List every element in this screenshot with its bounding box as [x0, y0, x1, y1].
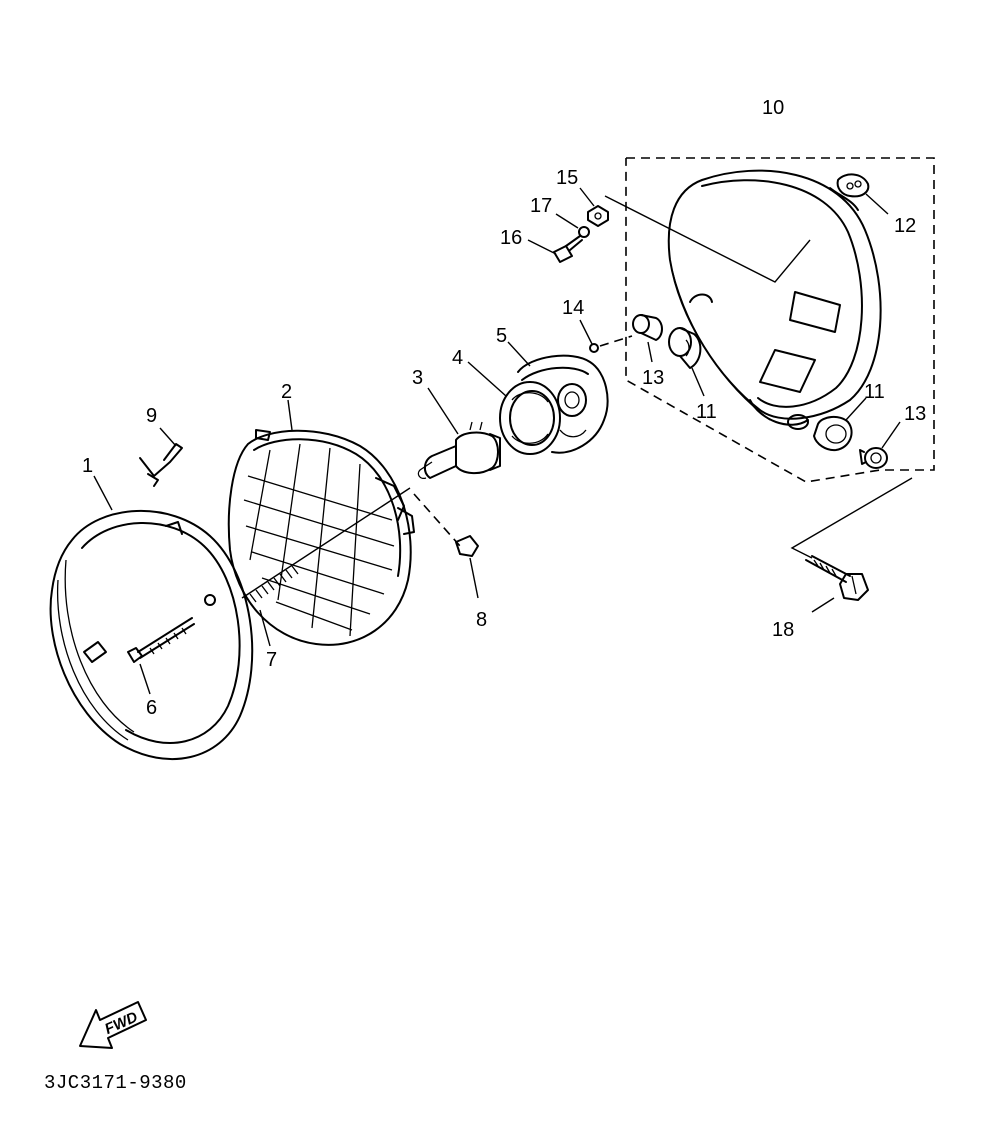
part-label-5: 5: [496, 325, 507, 347]
fwd-label: FWD: [102, 1009, 140, 1038]
leader-15: [579, 187, 595, 207]
leader-group-18: [790, 477, 913, 559]
screw-part-14: [589, 343, 599, 353]
headlight-body-part-10: [667, 169, 882, 430]
leader-17: [555, 213, 579, 229]
bulb-part-3: [417, 421, 501, 480]
nut-part-15: [587, 205, 609, 227]
part-label-1: 1: [82, 455, 93, 477]
leader-13-left: [647, 341, 653, 363]
bolt-part-18: [805, 555, 869, 601]
part-label-2: 2: [281, 381, 292, 403]
leader-3: [427, 387, 459, 435]
clip-part-8: [455, 535, 479, 557]
part-label-8: 8: [476, 609, 487, 631]
spring-clip-part-9: [139, 443, 183, 487]
collar-part-11-left: [668, 327, 702, 369]
part-label-7: 7: [266, 649, 277, 671]
spring-part-7: [241, 487, 411, 603]
bracket-part-12: [836, 173, 870, 198]
leader-18: [811, 597, 835, 613]
part-label-10: 10: [762, 97, 784, 119]
body-group-boundary: [625, 157, 935, 483]
rim-part-1: [49, 510, 254, 761]
leader-11-left: [691, 367, 705, 397]
lens-unit-part-2: [227, 429, 415, 646]
leader-11-right: [845, 397, 867, 421]
part-label-13-right: 13: [904, 403, 926, 425]
part-label-13-left: 13: [642, 367, 664, 389]
diagram-reference-code: 3JC3171-9380: [44, 1072, 187, 1094]
leader-1: [93, 475, 113, 511]
leader-16: [527, 239, 557, 255]
part-label-3: 3: [412, 367, 423, 389]
leader-5: [507, 341, 531, 367]
leader-2: [287, 399, 293, 431]
grommet-part-13-right: [859, 447, 888, 469]
part-label-11-left: 11: [696, 401, 717, 423]
leader-8: [469, 557, 479, 599]
collar-part-11-right: [813, 416, 853, 452]
leader-4: [467, 361, 507, 397]
clip-8-alignment: [413, 493, 461, 547]
part-label-11-right: 11: [864, 381, 885, 403]
leader-12: [865, 193, 889, 215]
leader-13-right: [881, 421, 901, 449]
washer-part-17: [578, 226, 590, 238]
part-label-17: 17: [530, 195, 552, 217]
leader-7: [259, 609, 271, 647]
part-label-14: 14: [562, 297, 584, 319]
part-label-4: 4: [452, 347, 463, 369]
leader-15-body: [604, 195, 811, 283]
part-label-15: 15: [556, 167, 578, 189]
retaining-ring-part-4: [499, 381, 561, 455]
screw-14-alignment: [599, 335, 633, 347]
screw-part-16: [553, 235, 583, 263]
grommet-part-13-left: [632, 314, 663, 341]
socket-housing-part-5: [517, 354, 609, 454]
part-label-6: 6: [146, 697, 157, 719]
part-label-16: 16: [500, 227, 522, 249]
part-label-12: 12: [894, 215, 916, 237]
part-label-18: 18: [772, 619, 794, 641]
part-label-9: 9: [146, 405, 157, 427]
fwd-arrow-icon: FWD: [79, 1001, 147, 1049]
leader-9: [159, 427, 177, 447]
leader-14: [579, 319, 593, 345]
leader-6: [139, 663, 151, 695]
adjusting-screw-part-6: [127, 617, 195, 663]
